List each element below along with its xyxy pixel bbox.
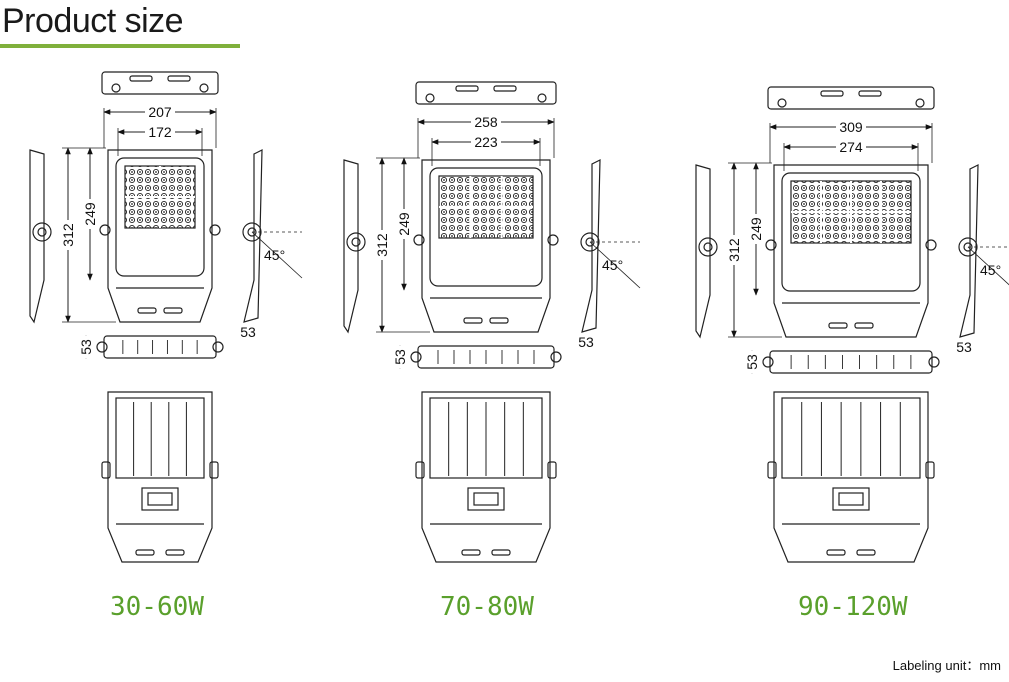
model-3-height-body-text: 249 [748,217,764,241]
model-3-width-inner-text: 274 [839,139,863,155]
model-2-right-side-view [581,159,601,333]
model-2-drawing: 258 223 312 249 45° 53 53 [343,81,641,563]
model-1-width-inner-text: 172 [148,124,172,140]
model-2-rear-view [421,391,551,563]
model-1-tilt-angle-text: 45° [264,247,285,263]
model-2-top-view [415,81,557,105]
model-1-power-label: 30-60W [110,592,204,622]
model-2-bottom-view [417,345,555,369]
model-3-driver-box [832,487,870,511]
model-3-front-view [773,164,929,338]
model-3-tilt-angle-text: 45° [980,262,1001,278]
model-1-left-side-view [29,149,45,324]
model-1-depth-side-text: 53 [240,324,256,340]
model-2-front-view [421,159,551,333]
model-1-drawing: 207 172 312 249 45° 53 53 [29,71,303,563]
model-3-left-side-view [695,164,711,339]
labeling-unit-note: Labeling unit：mm [892,658,1001,673]
model-1-bottom-view [103,335,217,359]
model-1-front-view [107,149,213,323]
model-1-rear-view [107,391,213,563]
model-2-width-outer-text: 258 [474,114,498,130]
model-1-height-body-text: 249 [82,202,98,226]
model-1-right-side-view [243,149,263,323]
model-2-height-total-text: 312 [374,233,390,257]
model-3-top-view [767,86,935,110]
model-1-top-view [101,71,219,95]
model-1-height-total-text: 312 [60,223,76,247]
model-2-depth-side-text: 53 [578,334,594,350]
model-3-right-side-view [959,164,979,338]
model-2-depth-top-text: 53 [392,349,408,365]
model-2-power-label: 70-80W [440,592,534,622]
model-2-driver-box [467,487,505,511]
model-2-left-side-view [343,159,359,334]
model-3-depth-side-text: 53 [956,339,972,355]
model-3-width-outer-text: 309 [839,119,863,135]
model-3-power-label: 90-120W [798,592,908,622]
model-2-width-inner-text: 223 [474,134,498,150]
model-2-tilt-angle-text: 45° [602,257,623,273]
model-2-height-body-text: 249 [396,212,412,236]
model-3-rear-view [773,391,929,563]
model-1-driver-box [141,487,179,511]
model-3-bottom-view [769,350,933,374]
title-underline [0,44,240,48]
page-title: Product size [2,2,184,40]
model-1-width-outer-text: 207 [148,104,172,120]
model-3-depth-top-text: 53 [744,354,760,370]
model-1-depth-top-text: 53 [78,339,94,355]
model-3-height-total-text: 312 [726,238,742,262]
model-3-drawing: 309 274 312 249 45° 53 53 [695,86,1009,563]
